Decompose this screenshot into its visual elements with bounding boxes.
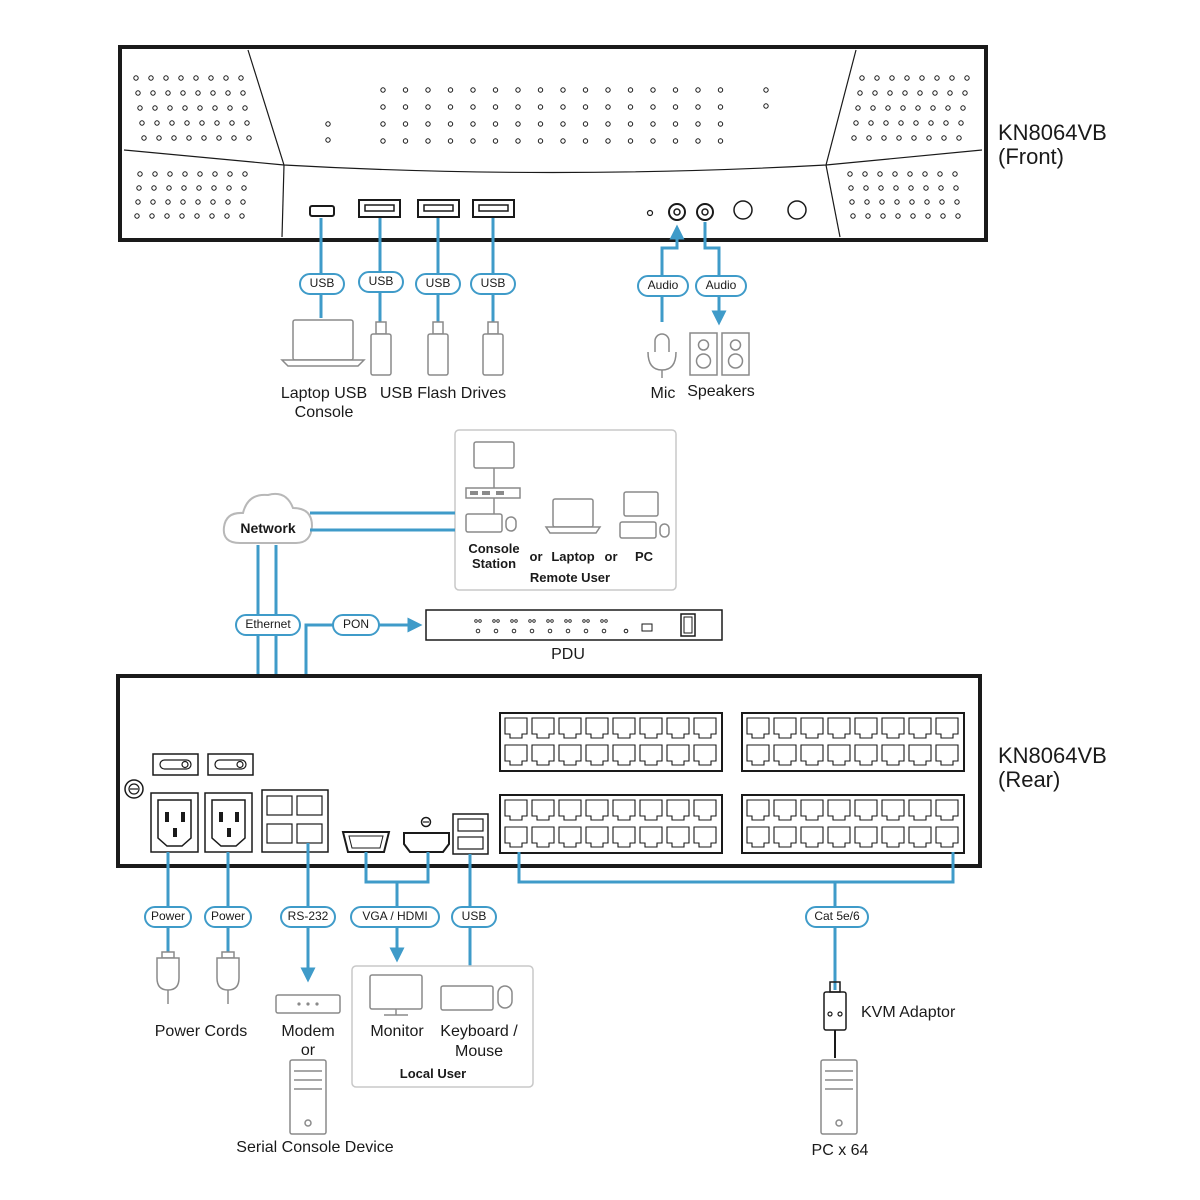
- rj45-port-banks: [499, 712, 965, 854]
- audio-tag-speakers: Audio: [695, 275, 747, 297]
- front-panel: KN8064VB (Front): [118, 45, 1107, 242]
- remote-user-label: Remote User: [530, 570, 610, 585]
- audio-tag-mic: Audio: [637, 275, 689, 297]
- remote-laptop-icon: [544, 498, 602, 534]
- flash-drives-label: USB Flash Drives: [380, 385, 506, 402]
- pdu-device: [425, 609, 723, 641]
- svg-text:USB: USB: [369, 274, 394, 288]
- front-view-label: (Front): [998, 144, 1064, 169]
- front-speaker-jack: [696, 203, 714, 221]
- svg-text:USB: USB: [310, 276, 335, 290]
- ground-screw-icon: [124, 779, 144, 799]
- svg-text:USB: USB: [426, 276, 451, 290]
- network-ports-block: [261, 789, 329, 853]
- pdu-label: PDU: [551, 646, 585, 663]
- front-mic-jack: [668, 203, 686, 221]
- modem-label: Modem: [281, 1023, 334, 1040]
- speakers-icon: [689, 332, 750, 376]
- pon-tag: PON: [332, 614, 380, 636]
- usb-flash-drive-icon: [482, 321, 504, 376]
- rear-usb-tag: USB: [451, 906, 497, 928]
- keyboard-label-line1: Keyboard /: [440, 1023, 518, 1040]
- power-cords-label: Power Cords: [155, 1023, 247, 1040]
- power-tag-2: Power: [204, 906, 252, 928]
- usb-flash-drive-icon: [427, 321, 449, 376]
- modem-icon: [275, 994, 341, 1014]
- front-button-1: [733, 200, 753, 220]
- front-model-title: KN8064VB: [998, 120, 1107, 145]
- svg-text:Cat 5e/6: Cat 5e/6: [814, 909, 860, 923]
- svg-text:PON: PON: [343, 617, 369, 631]
- vga-port: [341, 831, 391, 853]
- power-switch-1: [152, 753, 199, 776]
- mic-label: Mic: [651, 385, 676, 402]
- keyboard-mouse-icon: [440, 985, 513, 1011]
- kvm-adaptor-icon: [823, 981, 847, 1031]
- cat5e6-tag: Cat 5e/6: [805, 906, 869, 928]
- svg-text:Ethernet: Ethernet: [245, 617, 291, 631]
- power-cord-plug-icon: [216, 951, 240, 1004]
- console-station-label-line2: Station: [472, 556, 516, 571]
- power-tag-1: Power: [144, 906, 192, 928]
- svg-text:Audio: Audio: [648, 278, 679, 292]
- usb-flash-drive-icon: [370, 321, 392, 376]
- front-usb-port-2: [417, 199, 460, 218]
- serial-console-label: Serial Console Device: [236, 1139, 394, 1156]
- svg-text:Power: Power: [211, 909, 245, 923]
- front-led: [646, 209, 654, 217]
- microphone-icon: [647, 333, 677, 378]
- keyboard-label-line2: Mouse: [455, 1043, 503, 1060]
- console-station-icon: [465, 441, 521, 533]
- laptop-label-line1: Laptop USB: [281, 385, 367, 402]
- monitor-icon: [369, 974, 423, 1016]
- monitor-label: Monitor: [370, 1023, 424, 1040]
- rear-view-label: (Rear): [998, 767, 1060, 792]
- remote-pc-label: PC: [635, 549, 654, 564]
- power-cord-plug-icon: [156, 951, 180, 1004]
- remote-pc-icon: [619, 491, 670, 539]
- front-vent-holes: [133, 75, 970, 219]
- remote-laptop-label: Laptop: [551, 549, 594, 564]
- svg-text:RS-232: RS-232: [288, 909, 329, 923]
- serial-console-device-icon: [289, 1059, 327, 1135]
- pc-count-label: PC x 64: [812, 1142, 869, 1159]
- console-station-label-line1: Console: [468, 541, 519, 556]
- front-usb-port-1: [358, 199, 401, 218]
- pc-tower-icon: [820, 1059, 858, 1135]
- modem-or-label: or: [301, 1042, 316, 1059]
- kvm-adaptor-label: KVM Adaptor: [861, 1004, 956, 1021]
- vga-hdmi-tag: VGA / HDMI: [350, 906, 440, 928]
- svg-text:USB: USB: [481, 276, 506, 290]
- remote-user-box: Console Station or Laptop or PC Remote U…: [454, 429, 677, 591]
- usb-tag-laptop: USB: [299, 273, 345, 295]
- local-user-box: Local User: [351, 965, 534, 1088]
- usb-tag-flash-1: USB: [358, 271, 404, 293]
- usb-tag-flash-2: USB: [415, 273, 461, 295]
- svg-text:VGA / HDMI: VGA / HDMI: [362, 909, 427, 923]
- network-cloud-icon: Network: [222, 492, 314, 544]
- rear-panel: KN8064VB (Rear): [116, 674, 1107, 868]
- power-switch-2: [207, 753, 254, 776]
- laptop-icon: [280, 319, 366, 367]
- pdu-outlets: [474, 619, 608, 634]
- front-usb-port-3: [472, 199, 515, 218]
- hdmi-port: [403, 816, 450, 853]
- network-label: Network: [240, 520, 295, 536]
- svg-text:USB: USB: [462, 909, 487, 923]
- laptop-label-line2: Console: [295, 404, 354, 421]
- svg-text:Power: Power: [151, 909, 185, 923]
- or-label-1: or: [530, 549, 543, 564]
- front-micro-usb-port: [309, 205, 335, 217]
- power-inlet-1: [150, 792, 199, 853]
- local-user-label: Local User: [400, 1066, 466, 1081]
- ethernet-tag: Ethernet: [235, 614, 301, 636]
- front-button-2: [787, 200, 807, 220]
- rs232-tag: RS-232: [280, 906, 336, 928]
- speakers-label: Speakers: [687, 383, 755, 400]
- or-label-2: or: [605, 549, 618, 564]
- rear-model-title: KN8064VB: [998, 743, 1107, 768]
- svg-text:Audio: Audio: [706, 278, 737, 292]
- usb-tag-flash-3: USB: [470, 273, 516, 295]
